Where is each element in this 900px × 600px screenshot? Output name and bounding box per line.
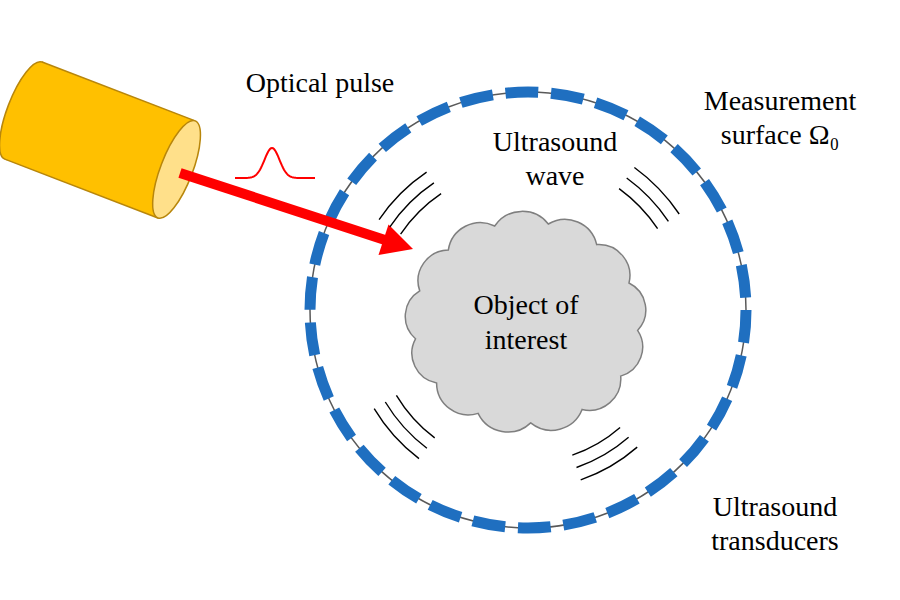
object-cloud: Object of interest (395, 200, 657, 445)
wave-arc (581, 447, 638, 480)
beam-arrowhead (379, 225, 414, 255)
transducer-array (310, 92, 746, 528)
laser-body (5, 62, 195, 218)
cloud-outline (405, 211, 645, 432)
laser-source (0, 56, 210, 223)
wave-arc (634, 168, 679, 215)
wave-arc (572, 428, 620, 456)
wave-arc (619, 189, 658, 229)
annotation-label: Ultrasound wave (470, 125, 640, 193)
surface-label: Measurement surface Ω₀ (680, 84, 880, 152)
surface-line (310, 92, 746, 528)
laser-back (0, 56, 57, 165)
wave-arc (385, 402, 427, 448)
wave-arc (379, 172, 427, 220)
wave-arc (577, 437, 629, 467)
wave-arc (390, 183, 434, 227)
laser-aperture (143, 115, 210, 224)
wave-arc (401, 194, 442, 235)
laser-edge (5, 159, 158, 218)
annotation-label: Ultrasound transducers (680, 490, 870, 558)
laser-edge (42, 62, 195, 121)
wave-arc (396, 395, 434, 438)
node-outline (395, 200, 657, 445)
wave-arc (374, 409, 419, 459)
wave-arc (627, 178, 669, 221)
ultrasound-waves (374, 168, 679, 480)
pulse-shape (235, 148, 315, 178)
annotation-label: Optical pulse (210, 66, 430, 100)
object-label: Object of interest (451, 288, 601, 356)
